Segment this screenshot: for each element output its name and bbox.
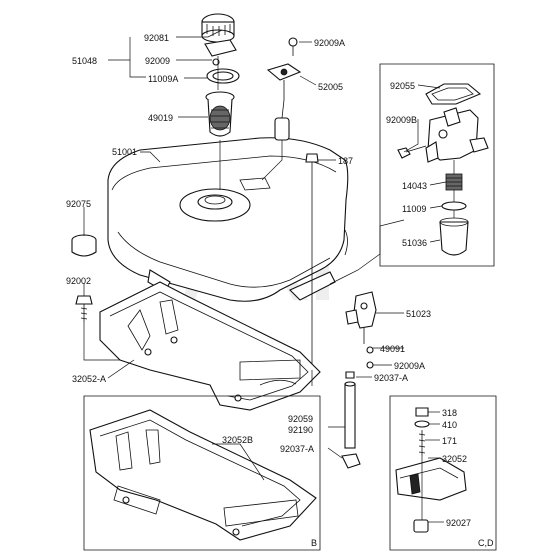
label-92037A-top: 92037-A	[374, 373, 408, 383]
label-49091: 49091	[380, 344, 405, 354]
label-92009: 92009	[145, 56, 170, 66]
label-92009A-top: 92009A	[314, 38, 345, 48]
label-92002: 92002	[66, 276, 91, 286]
fuel-cap	[201, 13, 235, 43]
label-92190: 92190	[288, 425, 313, 435]
bolt-187	[305, 153, 319, 370]
fuel-cock-51023	[345, 291, 377, 369]
label-11009A: 11009A	[148, 74, 178, 84]
fuel-hose	[341, 371, 361, 469]
label-51036: 51036	[402, 238, 427, 248]
label-49019: 49019	[148, 113, 173, 123]
label-92081: 92081	[144, 33, 169, 43]
label-187: 187	[338, 156, 353, 166]
label-51001: 51001	[112, 147, 137, 157]
label-92009A-mid: 92009A	[394, 361, 425, 371]
label-11009: 11009	[402, 204, 426, 214]
bolt-92002	[75, 295, 93, 322]
inset-b	[83, 395, 321, 551]
label-51023: 51023	[406, 309, 431, 319]
inset-b-tag: B	[311, 538, 317, 548]
label-52005: 52005	[318, 82, 343, 92]
label-92075: 92075	[66, 199, 91, 209]
label-32052B: 32052B	[222, 435, 253, 445]
part-labels: 92081 51048 92009 11009A 49019 92009A 52…	[66, 33, 494, 548]
label-318: 318	[442, 408, 457, 418]
label-92027: 92027	[446, 518, 471, 528]
label-92059: 92059	[288, 414, 313, 424]
fuel-gauge	[266, 63, 302, 141]
cap-strap	[204, 39, 237, 66]
rubber-cap-92075	[71, 234, 97, 257]
label-51048: 51048	[72, 56, 97, 66]
screw-92009A-top	[288, 37, 298, 56]
label-410: 410	[442, 420, 457, 430]
label-32052: 32052	[442, 454, 467, 464]
label-32052A: 32052-A	[72, 374, 106, 384]
fuel-cock-inset	[379, 63, 495, 267]
leader-lines	[83, 29, 447, 523]
label-92055: 92055	[390, 81, 415, 91]
inset-cd-tag: C,D	[478, 538, 494, 548]
fuel-tank	[107, 137, 349, 302]
label-14043: 14043	[402, 181, 427, 191]
label-171: 171	[442, 436, 457, 446]
cap-gasket	[206, 68, 240, 84]
fuel-strainer	[205, 91, 235, 137]
label-92037A-bot: 92037-A	[280, 444, 314, 454]
label-92009B: 92009B	[386, 115, 417, 125]
